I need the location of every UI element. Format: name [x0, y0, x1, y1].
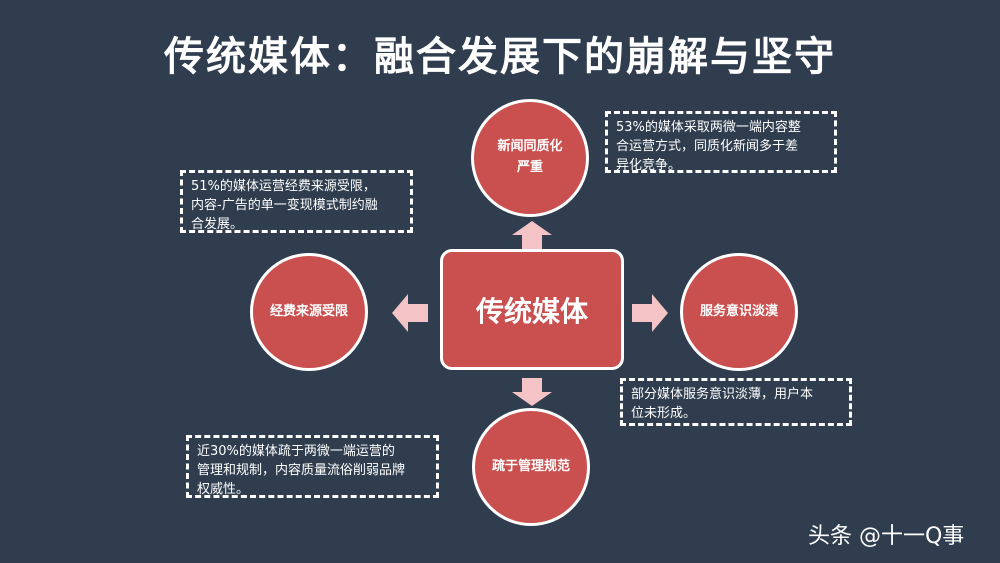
arrow-left-icon — [392, 294, 428, 332]
node-funding-limited: 经费来源受限 — [250, 253, 368, 371]
note-right: 部分媒体服务意识淡薄，用户本 位未形成。 — [620, 378, 852, 426]
note-left-line-2: 内容-广告的单一变现模式制约融 — [191, 197, 378, 213]
note-top-line-1: 53%的媒体采取两微一端内容整 — [616, 120, 801, 135]
note-left: 51%的媒体运营经费来源受限， 内容-广告的单一变现模式制约融 合发展。 — [180, 170, 413, 233]
diagram-title: 传统媒体：融合发展下的崩解与坚守 — [164, 34, 836, 80]
note-right-line-1: 部分媒体服务意识淡薄，用户本 — [631, 387, 814, 402]
note-top: 53%的媒体采取两微一端内容整 合运营方式，同质化新闻多于差 异化竞争。 — [605, 111, 837, 173]
node-top-line-1: 新闻同质化 — [497, 139, 563, 155]
note-right-line-2: 位未形成。 — [631, 405, 697, 421]
node-left-label: 经费来源受限 — [269, 303, 348, 319]
note-left-line-3: 合发展。 — [191, 216, 244, 232]
watermark: 头条 @十一Q事 — [808, 524, 965, 549]
note-bottom-line-1: 近30%的媒体疏于两微一端运营的 — [197, 444, 395, 459]
node-top-line-2: 严重 — [516, 160, 543, 175]
center-traditional-media: 传统媒体 — [440, 249, 624, 370]
arrow-right-icon — [632, 294, 668, 332]
node-news-homogenization: 新闻同质化 严重 — [471, 99, 589, 217]
note-bottom: 近30%的媒体疏于两微一端运营的 管理和规制，内容质量流俗削弱品牌 权威性。 — [186, 435, 439, 498]
note-top-line-2: 合运营方式，同质化新闻多于差 — [616, 138, 799, 154]
arrow-down-icon — [512, 378, 552, 406]
note-bottom-line-2: 管理和规制，内容质量流俗削弱品牌 — [197, 462, 406, 478]
note-top-line-3: 异化竞争。 — [616, 157, 682, 173]
arrow-up-icon — [512, 221, 552, 249]
node-bottom-label: 疏于管理规范 — [491, 458, 570, 474]
note-left-line-1: 51%的媒体运营经费来源受限， — [191, 179, 376, 194]
note-bottom-line-3: 权威性。 — [197, 481, 250, 497]
node-management-lax: 疏于管理规范 — [472, 408, 590, 526]
node-service-awareness: 服务意识淡漠 — [680, 253, 798, 371]
node-right-label: 服务意识淡漠 — [699, 303, 778, 319]
